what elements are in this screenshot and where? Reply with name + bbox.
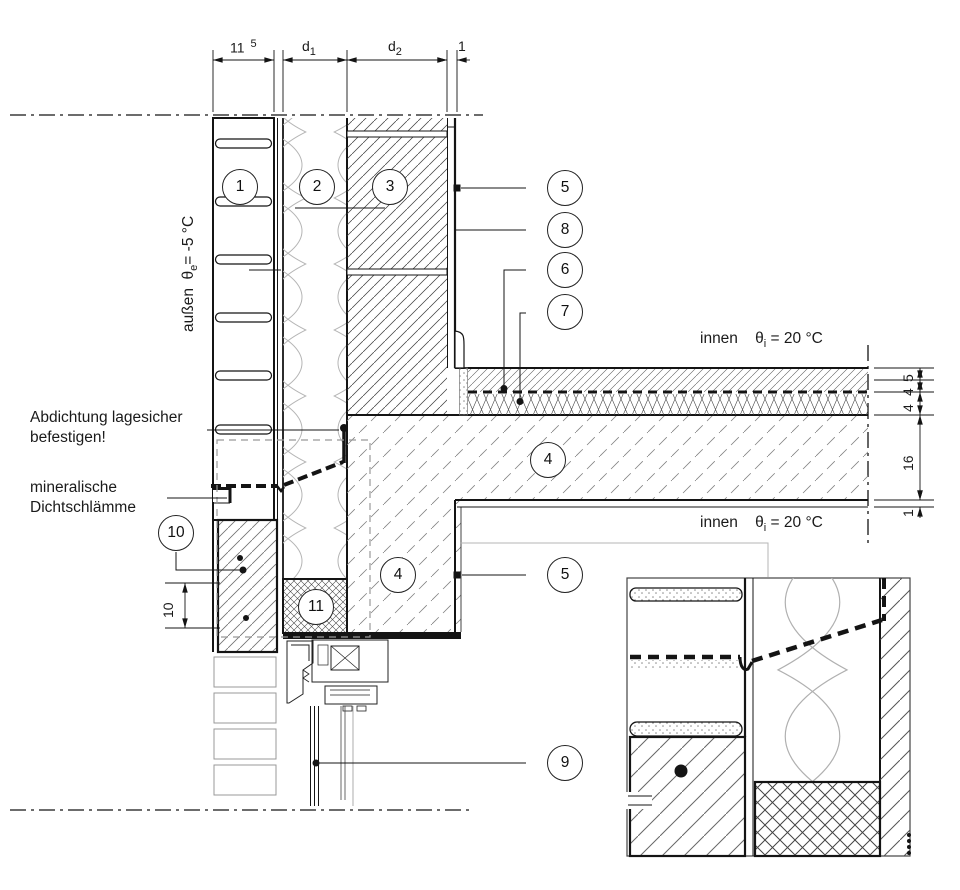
plaster-layer (447, 118, 457, 368)
note-mineral-slurry: mineralische Dichtschlämme (30, 479, 136, 517)
window-frame (286, 639, 389, 712)
cavity-gap (277, 118, 284, 632)
dim-right-4b: 4 (900, 404, 916, 412)
dim-right-16: 16 (900, 455, 916, 471)
skirting-seal (454, 330, 465, 369)
anchor-marker (453, 184, 461, 192)
callout-3: 3 (372, 169, 408, 205)
dim-d1: d1 (302, 38, 316, 58)
right-dimension-chain (874, 367, 934, 518)
dim-right-4a: 4 (900, 388, 916, 396)
detail-connector-line (460, 542, 769, 577)
dim-right-5: 5 (900, 374, 916, 382)
callout-9: 9 (547, 745, 583, 781)
anchor-marker-2 (453, 571, 461, 579)
floor-assembly (454, 330, 868, 416)
callout-6: 6 (547, 252, 583, 288)
dim-plaster: 1 (458, 38, 466, 54)
callout-7: 7 (547, 294, 583, 330)
left-dimension (165, 582, 220, 629)
detail-reference-box (216, 439, 371, 638)
note-sealing: Abdichtung lagesicher befestigen! (30, 409, 183, 447)
edge-insulation-strip (459, 367, 468, 416)
inside-temperature-label-upper: innen θi = 20 °C (700, 330, 823, 351)
inset-membrane (630, 578, 886, 671)
inside-temperature-label-lower: innen θi = 20 °C (700, 514, 823, 535)
callout-2: 2 (299, 169, 335, 205)
inset-seal-dots (907, 833, 911, 855)
callout-10: 10 (158, 515, 194, 551)
leader-lines (167, 184, 526, 767)
callout-1: 1 (222, 169, 258, 205)
waterproofing-membrane (211, 424, 348, 504)
xps-perimeter-insulation (216, 518, 279, 654)
dim-d2: d2 (388, 38, 402, 58)
callout-5: 5 (547, 170, 583, 206)
callout-11: 11 (298, 589, 334, 625)
callout-8: 8 (547, 212, 583, 248)
masonry-layer (346, 118, 448, 415)
top-dimension-chain (212, 50, 470, 112)
detail-inset (626, 577, 911, 858)
dim-left-10: 10 (160, 602, 176, 618)
outside-temperature-label: außen θe= -5 °C (180, 215, 201, 332)
brick-veneer-below-grade (213, 656, 277, 796)
callout-4-lintel: 4 (380, 557, 416, 593)
callout-4-slab: 4 (530, 442, 566, 478)
glazing (310, 706, 354, 806)
callout-5-lower: 5 (547, 557, 583, 593)
dim-right-1: 1 (900, 509, 916, 517)
